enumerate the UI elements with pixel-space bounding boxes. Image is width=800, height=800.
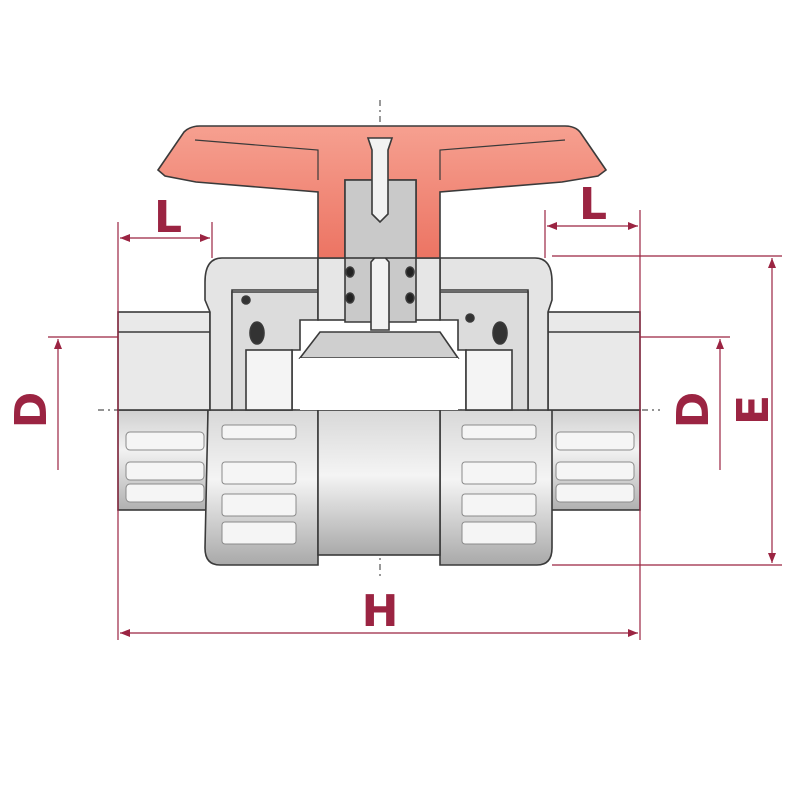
handle-screw — [366, 137, 394, 224]
label-h: H — [362, 586, 399, 637]
label-l-right: L — [579, 179, 607, 230]
left-pipe-section — [117, 311, 211, 411]
central-body — [317, 409, 441, 556]
label-e: E — [728, 395, 779, 425]
ball — [298, 331, 460, 359]
o-ring-left — [249, 321, 265, 345]
right-pipe-section — [547, 311, 641, 411]
dimensions — [48, 210, 782, 640]
screw — [370, 250, 390, 331]
o-ring-right — [492, 321, 508, 345]
label-d-right: D — [668, 392, 719, 429]
handle — [156, 125, 608, 259]
label-l-left: L — [154, 192, 182, 243]
nut-ribs — [125, 424, 635, 545]
label-d-left: D — [6, 392, 57, 429]
dimension-labels: L L H D D E — [6, 179, 779, 637]
valve-exterior-lower-half — [117, 409, 641, 566]
